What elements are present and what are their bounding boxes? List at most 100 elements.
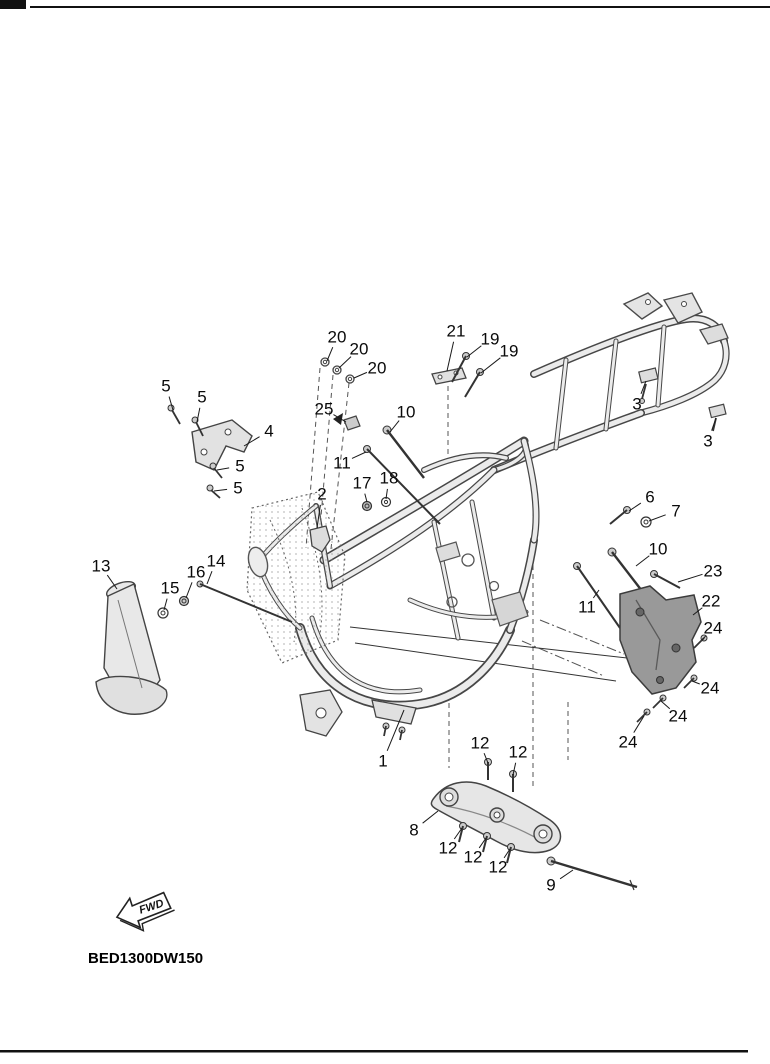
- callout-19: 19: [500, 342, 519, 361]
- bolt-shaft-14: [199, 583, 293, 623]
- callout-24: 24: [701, 679, 720, 698]
- part-3-plates: [638, 367, 727, 432]
- callout-leader-17: [364, 493, 368, 503]
- mount-hole: [461, 553, 475, 567]
- callout-leader-23: [677, 573, 703, 583]
- callout-leader-3: [640, 380, 647, 394]
- bolt-shaft: [383, 725, 387, 737]
- callout-leader-20: [353, 371, 368, 379]
- mount-plate: [491, 591, 529, 627]
- callout-3: 3: [632, 395, 641, 414]
- direction-arrow: [333, 413, 343, 425]
- part-13-front-member: [95, 580, 293, 715]
- callout-12: 12: [471, 734, 490, 753]
- washer-hole: [347, 376, 353, 382]
- bolt-shaft-11: [576, 565, 621, 629]
- washer-hole: [322, 359, 328, 365]
- callout-leader-7: [648, 514, 666, 522]
- hole: [656, 676, 664, 684]
- bracket-shape: [191, 419, 253, 471]
- frame-tube-fill: [638, 338, 729, 416]
- clip: [343, 415, 361, 431]
- callout-10: 10: [397, 403, 416, 422]
- callout-11: 11: [578, 598, 596, 617]
- callout-leader-5: [196, 407, 201, 423]
- callout-leader-24: [660, 700, 671, 710]
- callout-23: 23: [704, 562, 723, 581]
- callout-19: 19: [481, 330, 500, 349]
- callout-14: 14: [207, 552, 226, 571]
- part-22-bracket: [619, 585, 708, 723]
- callout-18: 18: [380, 469, 399, 488]
- fwd-arrow-extrusion: [119, 909, 175, 932]
- callout-24: 24: [619, 733, 638, 752]
- callout-leader-1: [386, 709, 405, 752]
- lower-bracket: [371, 699, 417, 725]
- callout-leader-3: [711, 417, 717, 431]
- callout-21: 21: [447, 322, 466, 341]
- callout-12: 12: [464, 848, 483, 867]
- part-2-bracket: [309, 525, 331, 553]
- washer: [345, 374, 355, 384]
- callout-17: 17: [353, 474, 372, 493]
- callout-1: 1: [378, 752, 387, 771]
- frame-tube-fill: [521, 438, 539, 543]
- mount-hole: [488, 580, 500, 592]
- callout-leader-12: [483, 753, 489, 764]
- callout-15: 15: [161, 579, 180, 598]
- damper-plate: [638, 367, 659, 384]
- callout-leader-10: [389, 420, 400, 433]
- nut-hole: [181, 598, 187, 604]
- bolt-shaft: [386, 429, 425, 479]
- callout-2: 2: [317, 485, 326, 504]
- part-25-clip: [333, 413, 361, 431]
- callout-leader-8: [422, 810, 439, 824]
- dash-dot-line: [539, 619, 625, 655]
- callout-leader-15: [163, 598, 168, 611]
- bolt-head: [209, 462, 217, 470]
- frame-illustration: [255, 314, 730, 711]
- callout-leader-5: [168, 396, 174, 411]
- callout-leader-12: [503, 848, 511, 859]
- front-panel-outline: [246, 491, 346, 664]
- bolt-head: [167, 404, 175, 412]
- page-bottom-edge: [0, 1050, 748, 1053]
- hole: [681, 301, 687, 307]
- frame-centre-details: [299, 541, 529, 741]
- tube-highlight: [117, 599, 143, 689]
- hole: [437, 374, 443, 380]
- callout-leader-20: [326, 346, 334, 362]
- bolt-thread: [629, 879, 635, 891]
- washer-hole: [643, 519, 649, 525]
- washer-15: [157, 607, 169, 619]
- bolt-head: [191, 416, 199, 424]
- mount-plate: [435, 541, 461, 563]
- callout-22: 22: [702, 592, 721, 611]
- bolt-shaft-6: [609, 509, 628, 525]
- callout-leader-12: [453, 827, 463, 840]
- nut-hole: [364, 503, 370, 509]
- part-21-plate: [431, 352, 484, 398]
- hole: [645, 299, 651, 305]
- bolt-shaft: [210, 489, 221, 499]
- callout-leader-21: [446, 341, 455, 372]
- callout-12: 12: [509, 743, 528, 762]
- callout-leader-13: [106, 574, 118, 590]
- plate: [431, 367, 467, 385]
- callout-20: 20: [368, 359, 387, 378]
- rear-bracket: [662, 292, 703, 324]
- callout-leader-14: [206, 571, 213, 585]
- bolt-shaft-9: [550, 859, 638, 889]
- bolt-shaft: [464, 371, 481, 398]
- callout-24: 24: [669, 707, 688, 726]
- callout-5: 5: [233, 479, 242, 498]
- rear-tab: [699, 323, 729, 345]
- mount-reference-line: [349, 626, 637, 660]
- bolt-shaft: [641, 383, 647, 400]
- callout-4: 4: [264, 422, 273, 441]
- hole: [671, 643, 681, 653]
- frame-detail-parts: [95, 292, 729, 891]
- bolt-shaft-12: [506, 846, 512, 864]
